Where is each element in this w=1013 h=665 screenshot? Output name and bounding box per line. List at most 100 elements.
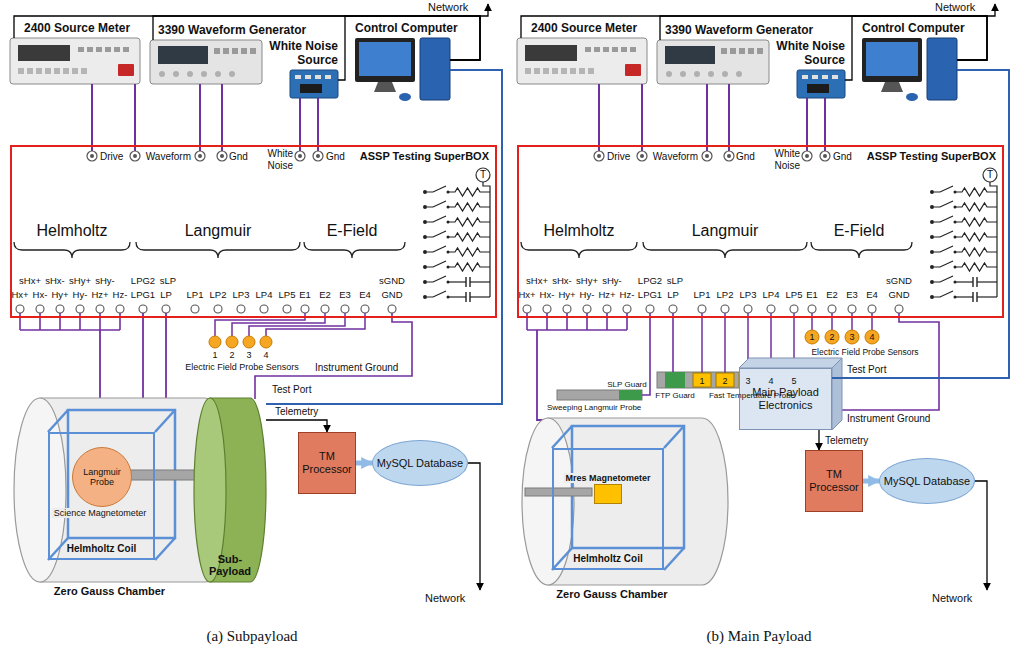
box-side-face (832, 358, 842, 430)
pin-label: LPG2 (638, 276, 662, 287)
node-label: MySQL Database (377, 457, 463, 470)
langmuir-probe: Langmuir Probe (72, 447, 132, 507)
chamber-shell (40, 398, 231, 582)
field-sensor (865, 330, 879, 344)
part-label: 4 (869, 332, 874, 342)
field-sensor (209, 336, 221, 348)
node-label: Helmholtz Coil (573, 553, 642, 565)
probe-segment (693, 373, 711, 387)
part-label: Network (932, 592, 972, 605)
pin-label: sGND (379, 276, 405, 287)
board-chip (305, 75, 311, 79)
terminal-dot (423, 190, 427, 194)
meter-display (18, 45, 70, 61)
meter-button (105, 47, 111, 52)
bnc-pin (220, 154, 224, 158)
part-label: 4 (263, 350, 268, 360)
coil-edge (552, 426, 572, 448)
pin-label: Hx- (540, 290, 555, 301)
meter-button (570, 68, 576, 74)
coil-edge (48, 538, 68, 560)
helmholtz-coil: Helmholtz Coil Langmuir Probe (48, 432, 155, 560)
pin-label: LP3 (740, 290, 757, 301)
part-label: Fast Temperature Probe (709, 391, 795, 400)
switch-symbol (427, 291, 446, 297)
monitor-screen (359, 42, 411, 76)
switch-symbol (934, 276, 953, 282)
pin-label: sHy- (602, 276, 622, 287)
generator-knob (229, 71, 235, 77)
bnc-connector (583, 305, 591, 313)
bnc-connector (56, 305, 64, 313)
bnc-connector (87, 151, 97, 161)
wire (119, 313, 121, 330)
switch-symbol (427, 216, 446, 222)
connector-line (598, 84, 600, 145)
meter-button (603, 47, 609, 52)
node-label: 2400 Source Meter (531, 22, 637, 36)
pin-label: Hx- (33, 290, 48, 301)
group-brace (304, 242, 405, 258)
part-label: Network (425, 592, 465, 605)
bnc-connector (301, 305, 309, 313)
pin-label: LP1 (187, 290, 204, 301)
resistor-symbol (956, 233, 997, 241)
pin-label: LP3 (233, 290, 250, 301)
bnc-connector (321, 305, 329, 313)
connector-line (832, 70, 1009, 378)
chamber-shell-end (522, 418, 574, 585)
capacitor-symbol (977, 296, 997, 297)
pin-label: E4 (866, 290, 878, 301)
bnc-pin (640, 154, 644, 158)
switch-symbol (427, 276, 446, 282)
pin-label: Hy- (580, 290, 595, 301)
chamber-shell (548, 418, 728, 585)
generator-knob (173, 71, 179, 77)
pin-label: sGND (886, 276, 912, 287)
pin-label: LPG1 (638, 290, 662, 301)
node-label: Langmuir Probe (76, 467, 128, 488)
meter-button (54, 68, 60, 74)
wire (165, 313, 167, 410)
bnc-connector (162, 305, 170, 313)
meter-button (561, 68, 567, 74)
source-meter: 2400 Source Meter (10, 38, 140, 84)
node-label: Helmholtz Coil (67, 543, 136, 555)
pin-label: LP (160, 290, 172, 301)
terminal-dot (930, 250, 934, 254)
magnetometer: Mres Magnetometer (594, 484, 622, 504)
capacitor-symbol (449, 281, 466, 282)
network-arrow (480, 4, 488, 16)
part-label: Test Port (272, 384, 311, 396)
field-sensor (243, 336, 255, 348)
capacitor-symbol (465, 277, 466, 287)
network-arrow (468, 463, 480, 590)
terminal-dot (423, 250, 427, 254)
pin-label: E3 (339, 290, 351, 301)
generator-knob (708, 71, 714, 77)
network-label: Network (935, 1, 975, 14)
meter-jack (625, 64, 641, 76)
pin-label: sHx- (45, 276, 65, 287)
box-top-face (739, 358, 842, 368)
wire (526, 313, 528, 330)
circuit-board (797, 70, 845, 98)
pin-label: LP1 (694, 290, 711, 301)
bnc-connector (820, 151, 830, 161)
bnc-connector (36, 305, 44, 313)
resistor-symbol (956, 218, 997, 226)
terminal-label: Drive (607, 151, 630, 163)
generator-display (665, 46, 715, 64)
switch-symbol (934, 216, 953, 222)
tm-processor: TM Processor (298, 432, 356, 494)
ground-bus (990, 182, 997, 297)
thermistor-symbol (983, 168, 997, 182)
bnc-connector (646, 305, 654, 313)
bnc-pin (298, 154, 302, 158)
pin-label: E1 (806, 290, 818, 301)
coil-edge (48, 410, 68, 432)
terminal-label: Gnd (229, 151, 248, 163)
node-label: Mres Magnetometer (563, 473, 652, 483)
group-brace (643, 242, 807, 258)
